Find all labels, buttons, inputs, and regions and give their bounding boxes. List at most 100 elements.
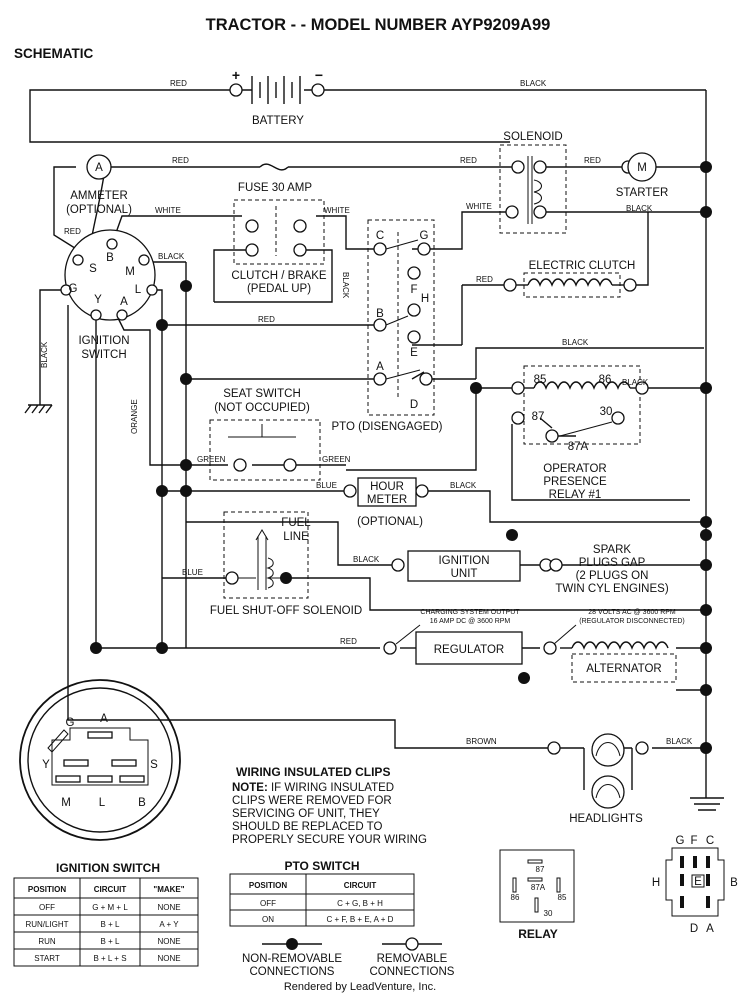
ign-terminal-a: A — [120, 296, 128, 308]
pto-terminal-g: G — [420, 230, 429, 242]
clutch-brake-label-2: (PEDAL UP) — [247, 283, 311, 295]
ignition-unit: IGNITION UNIT — [391, 550, 521, 582]
seat-switch: SEAT SWITCH (NOT OCCUPIED) — [214, 388, 310, 472]
pto-cell: OFF — [260, 899, 276, 908]
wire-label-orange: ORANGE — [130, 399, 139, 434]
wire-label-red: RED — [258, 315, 275, 324]
wire-label-black: BLACK — [666, 737, 693, 746]
solenoid: SOLENOID — [503, 131, 563, 224]
wire-label-red: RED — [460, 156, 477, 165]
alternator: ALTERNATOR 28 VOLTS AC @ 3600 RPM (REGUL… — [543, 609, 685, 675]
ammeter: A AMMETER (OPTIONAL) — [66, 154, 132, 216]
pto-switch: C G F H B E A D PTO (DISENGAGED) — [332, 230, 443, 433]
wire-label-black: BLACK — [622, 378, 649, 387]
footer-credit: Rendered by LeadVenture, Inc. — [284, 981, 436, 993]
ign-terminal-m: M — [125, 266, 135, 278]
fuel-shutoff-label: FUEL SHUT-OFF SOLENOID — [210, 605, 362, 617]
wire-label-red: RED — [172, 156, 189, 165]
face-terminal-s: S — [150, 759, 158, 771]
wire-label-black: BLACK — [520, 79, 547, 88]
pto-terminal-f: F — [410, 284, 417, 296]
wiring-note-line-4: SHOULD BE REPLACED TO — [232, 821, 382, 833]
pto-connector-diagram: G F C H B E D A — [652, 835, 738, 935]
ignition-switch-label-2: SWITCH — [81, 349, 126, 361]
ign-cell: START — [34, 954, 60, 963]
spark-plugs-label-3: (2 PLUGS ON — [576, 570, 649, 582]
wire-label-black: BLACK — [341, 272, 350, 299]
connector-pin-d: D — [690, 923, 698, 935]
spark-plugs: SPARK PLUGS GAP (2 PLUGS ON TWIN CYL ENG… — [539, 544, 669, 595]
pto-terminal-b: B — [376, 308, 384, 320]
ign-terminal-s: S — [89, 263, 97, 275]
pto-cell: ON — [262, 915, 274, 924]
ignition-switch-face: G A Y S M L B — [19, 679, 181, 841]
ign-terminal-y: Y — [94, 294, 102, 306]
connection-legend: NON-REMOVABLE CONNECTIONS REMOVABLE CONN… — [242, 937, 455, 978]
wire-label-black: BLACK — [562, 338, 589, 347]
non-removable-symbol — [286, 938, 298, 950]
pto-cell: C + G, B + H — [337, 899, 383, 908]
pto-header-circuit: CIRCUIT — [344, 881, 377, 890]
relay-label-3: RELAY #1 — [549, 489, 602, 501]
wire-label-black: BLACK — [40, 341, 49, 368]
seat-switch-label-1: SEAT SWITCH — [223, 388, 301, 400]
headlights-label: HEADLIGHTS — [569, 813, 643, 825]
ignition-table: IGNITION SWITCH POSITION CIRCUIT "MAKE" … — [13, 861, 199, 967]
connector-pin-g: G — [676, 835, 685, 847]
wiring-note-line-5: PROPERLY SECURE YOUR WIRING — [232, 834, 427, 846]
ignition-switch: B S M G Y A L IGNITION SWITCH — [60, 229, 158, 361]
spark-plugs-label-1: SPARK — [593, 544, 631, 556]
wire-label-green: GREEN — [322, 455, 351, 464]
wire-label-red: RED — [64, 227, 81, 236]
connector-pin-b: B — [730, 877, 738, 889]
relay-label-2: PRESENCE — [543, 476, 607, 488]
relay-terminal-87a: 87A — [568, 441, 589, 453]
charging-label-2: 16 AMP DC @ 3600 RPM — [430, 618, 511, 625]
wiring-note-label: NOTE: — [232, 782, 268, 794]
junction-dots — [90, 161, 712, 754]
connector-pin-c: C — [706, 835, 714, 847]
relay-pin-85: 85 — [558, 893, 567, 902]
wire-label-blue: BLUE — [316, 481, 337, 490]
relay-pin-87a: 87A — [531, 883, 546, 892]
relay-pin-86: 86 — [511, 893, 520, 902]
seat-switch-label-2: (NOT OCCUPIED) — [214, 402, 310, 414]
non-removable-label-2: CONNECTIONS — [250, 966, 335, 978]
clutch-brake-switch: CLUTCH / BRAKE (PEDAL UP) — [231, 206, 327, 295]
alternator-label: ALTERNATOR — [586, 663, 661, 675]
page-title: TRACTOR - - MODEL NUMBER AYP9209A99 — [206, 16, 551, 34]
dashed-enclosures — [209, 144, 677, 683]
wire-label-red: RED — [170, 79, 187, 88]
volts-label-2: (REGULATOR DISCONNECTED) — [579, 618, 685, 625]
wiring-note-line-2: CLIPS WERE REMOVED FOR — [232, 795, 392, 807]
wiring-note: WIRING INSULATED CLIPS NOTE: IF WIRING I… — [232, 765, 427, 846]
ammeter-label-2: (OPTIONAL) — [66, 204, 132, 216]
ign-cell: G + M + L — [92, 903, 128, 912]
ign-cell: RUN/LIGHT — [25, 920, 68, 929]
wire-label-green: GREEN — [197, 455, 226, 464]
removable-label-2: CONNECTIONS — [370, 966, 455, 978]
face-terminal-a: A — [100, 713, 108, 725]
hour-meter-label-2: METER — [367, 494, 407, 506]
removable-label-1: REMOVABLE — [377, 953, 448, 965]
face-terminal-g: G — [66, 717, 75, 729]
wire-label-brown: BROWN — [466, 737, 497, 746]
pto-terminal-h: H — [421, 293, 429, 305]
non-removable-label-1: NON-REMOVABLE — [242, 953, 342, 965]
relay-terminal-86: 86 — [599, 374, 612, 386]
ign-header-position: POSITION — [28, 885, 66, 894]
pto-terminal-d: D — [410, 399, 418, 411]
relay-label-1: OPERATOR — [543, 463, 606, 475]
ign-terminal-g: G — [69, 283, 78, 295]
wire-label-white: WHITE — [466, 202, 492, 211]
wire-label-red: RED — [340, 637, 357, 646]
wire-label-blue: BLUE — [182, 568, 203, 577]
pto-terminal-e: E — [410, 347, 418, 359]
fuel-line-label-2: LINE — [283, 531, 309, 543]
regulator: REGULATOR CHARGING SYSTEM OUTPUT 16 AMP … — [383, 609, 523, 665]
relay-terminal-85: 85 — [534, 374, 547, 386]
section-heading: SCHEMATIC — [14, 46, 93, 61]
relay-pin-diagram: 87 87A 86 85 30 RELAY — [499, 849, 575, 941]
wire-label-red: RED — [584, 156, 601, 165]
